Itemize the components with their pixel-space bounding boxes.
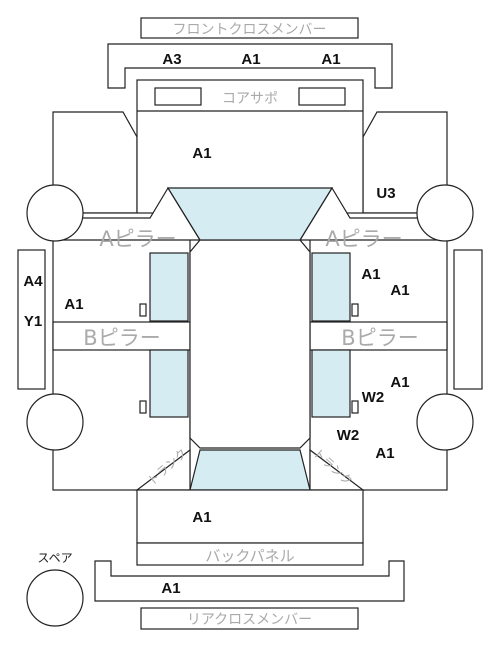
- code-hood: A1: [192, 145, 211, 162]
- code-front-cross-right: A1: [321, 51, 340, 68]
- back-panel-box: [136, 542, 364, 566]
- code-right-front-door-1: A1: [361, 266, 380, 283]
- b-pillar-left-label: Bピラー: [83, 326, 160, 350]
- code-left-side-rail-upper: A4: [23, 273, 43, 290]
- left-front-window: [149, 252, 189, 322]
- wheel-rear-left: [26, 393, 84, 451]
- b-pillar-left-bar: [52, 321, 191, 351]
- trunk-lid: [136, 489, 364, 544]
- right-front-window: [311, 252, 351, 322]
- code-right-front-door-2: A1: [390, 282, 409, 299]
- code-left-side-rail-lower: Y1: [24, 313, 42, 330]
- code-right-quarter-2: A1: [375, 445, 394, 462]
- rear-cross-member-label: リアクロスメンバー: [187, 612, 312, 628]
- code-right-front-fender: U3: [376, 185, 395, 202]
- wheel-rear-right: [416, 393, 474, 451]
- left-rear-window: [149, 349, 189, 418]
- left-rear-door-handle: [139, 400, 147, 414]
- b-pillar-right-bar: [309, 321, 448, 351]
- code-front-cross-left: A3: [162, 51, 181, 68]
- code-left-front-door: A1: [64, 296, 83, 313]
- core-support-right-box: [298, 87, 346, 106]
- back-panel-label: バックパネル: [205, 547, 294, 565]
- code-front-cross-center: A1: [241, 51, 260, 68]
- front-cross-member-box: [140, 17, 359, 39]
- front-windshield: [166, 187, 334, 241]
- right-side-sill: [453, 249, 483, 390]
- code-right-quarter-1: W2: [337, 427, 360, 444]
- front-bumper-bracket: [107, 43, 393, 89]
- a-pillar-left-label: Aピラー: [99, 227, 176, 251]
- right-rear-door-handle: [351, 400, 359, 414]
- right-rear-window: [311, 349, 351, 418]
- left-front-door-handle: [139, 303, 147, 317]
- front-cross-member-label: フロントクロスメンバー: [173, 22, 327, 38]
- wheel-front-right: [416, 184, 474, 242]
- a-pillar-right-label: Aピラー: [325, 227, 402, 251]
- code-rear-cross: A1: [161, 580, 180, 597]
- roof-panel: [189, 239, 311, 449]
- core-support-left-box: [154, 87, 202, 106]
- code-right-rear-door-1: A1: [390, 374, 409, 391]
- right-front-door-handle: [351, 303, 359, 317]
- rear-cross-member-box: [140, 607, 359, 630]
- rear-bumper-bracket: [94, 560, 405, 602]
- core-support-label: コアサポ: [222, 91, 278, 107]
- wheel-front-left: [26, 184, 84, 242]
- left-side-sill: [17, 249, 46, 390]
- code-right-rear-door-2: W2: [362, 389, 385, 406]
- spare-tire: [26, 569, 84, 627]
- spare-label: スペア: [37, 551, 72, 565]
- b-pillar-right-label: Bピラー: [341, 326, 418, 350]
- rear-windshield: [189, 449, 311, 491]
- code-trunk-lid: A1: [192, 509, 211, 526]
